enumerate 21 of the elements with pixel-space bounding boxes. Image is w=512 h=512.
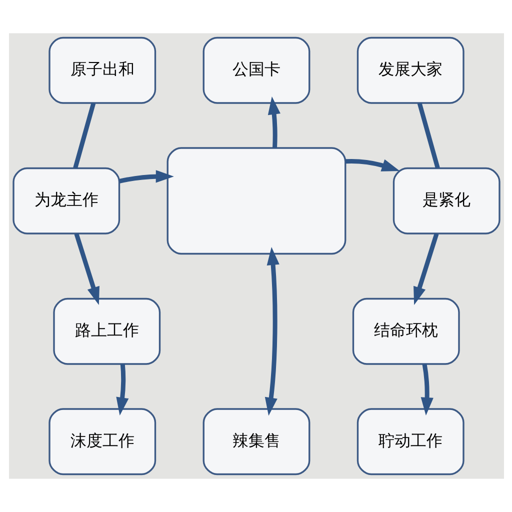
arrow [74, 233, 99, 305]
node-box: 沫度工作 [48, 408, 156, 476]
arrow [118, 170, 174, 184]
arrow [420, 364, 433, 416]
node-box: 聍动工作 [356, 408, 464, 476]
node-box: 路上工作 [52, 298, 160, 365]
node-box: 辣集售 [202, 408, 310, 476]
node-box: 公国卡 [202, 36, 310, 104]
arrow [264, 246, 279, 416]
connector [72, 102, 96, 169]
node-box [166, 147, 346, 255]
node-box: 为龙主作 [12, 167, 120, 234]
arrow [413, 233, 438, 305]
arrow [345, 158, 400, 172]
arrow [267, 96, 280, 148]
arrow [116, 364, 128, 416]
node-box: 发展大家 [356, 36, 464, 104]
connector [416, 102, 440, 169]
node-box: 结命环枕 [352, 298, 460, 365]
node-box: 是紧化 [392, 167, 500, 234]
node-box: 原子出和 [48, 36, 156, 104]
